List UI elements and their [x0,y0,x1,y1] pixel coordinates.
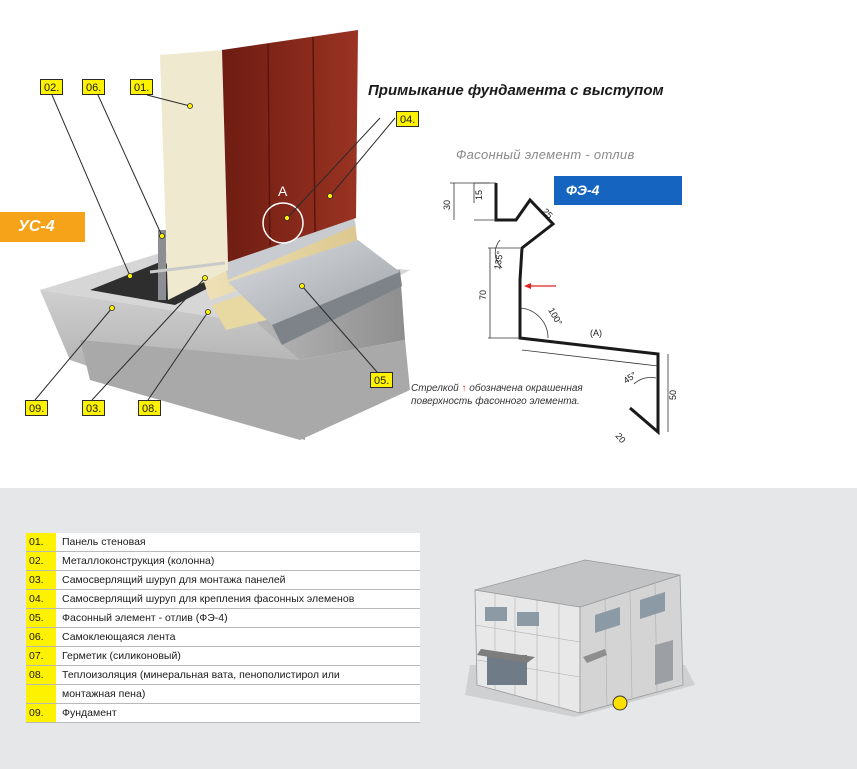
detail-circle [262,202,304,244]
legend-number: 08. [26,665,56,685]
legend-text: Фасонный элемент - отлив (ФЭ-4) [56,608,420,628]
legend-row: 05.Фасонный элемент - отлив (ФЭ-4) [26,608,420,628]
assembly-code-ribbon: УС-4 [0,212,85,242]
building-location-marker [612,695,628,711]
legend-row: 08.Теплоизоляция (минеральная вата, пено… [26,665,420,685]
callout-03: 03. [82,400,106,416]
building-roof [474,559,681,608]
element-subtitle: Фасонный элемент - отлив [456,147,635,162]
panel-face [222,30,358,262]
building-window [485,607,507,621]
dim-30: 30 [442,200,452,210]
callout-06: 06. [82,79,106,95]
dim-70: 70 [478,290,488,300]
legend-row: монтажная пена) [26,684,420,704]
callout-04: 04. [396,111,420,127]
legend-number: 07. [26,646,56,666]
dimension-lines [450,182,669,432]
assembly-illustration: А [34,30,410,440]
leader-dots [109,103,333,315]
foundation-lower [80,340,410,440]
dim-20: 20 [613,431,627,445]
profile-line [494,183,660,436]
legend-number: 02. [26,551,56,571]
detail-marker: А [278,183,288,199]
legend-text: Самосверлящий шуруп для монтажа панелей [56,570,420,590]
callout-02: 02. [40,79,64,95]
callout-01: 01. [130,79,154,95]
profile-drawing: 15 30 25 135° 70 100° (А) 45° 50 20 [442,182,678,445]
panel-rib [312,36,316,233]
building-gate [655,640,673,685]
legend-number: 09. [26,703,56,723]
legend-number: 04. [26,589,56,609]
legend-text: Фундамент [56,703,420,723]
dim-45: 45° [621,369,638,385]
screw [149,261,226,274]
dim-15: 15 [474,190,484,200]
legend-row: 09.Фундамент [26,703,420,723]
callout-05: 05. [370,372,394,388]
dim-50: 50 [668,390,678,400]
legend-text: Панель стеновая [56,533,420,552]
legend-row: 07.Герметик (силиконовый) [26,646,420,666]
flashing-slope [228,240,400,325]
dim-25: 25 [541,206,555,220]
flashing-drip [272,272,402,345]
dim-a: (А) [590,328,602,338]
paint-note: Стрелкой ↑ обозначена окрашенная поверхн… [411,382,583,408]
dim-100: 100° [546,306,564,327]
paint-arrow-head [524,283,531,289]
note-arrow-icon: ↑ [461,383,467,394]
building-illustration [465,559,695,717]
callout-08: 08. [138,400,162,416]
legend-text: Теплоизоляция (минеральная вата, пенопол… [56,665,420,685]
panel-edge [160,50,228,300]
panel-rib [267,43,271,247]
building-window [517,612,539,626]
note-line2: поверхность фасонного элемента. [411,396,580,407]
dim-135: 135° [492,250,505,270]
legend-row: 06.Самоклеющаяся лента [26,627,420,647]
legend-number: 01. [26,533,56,552]
building-side-canopy [583,649,607,663]
legend-row: 01.Панель стеновая [26,533,420,552]
note-prefix: Стрелкой [411,383,459,394]
legend-row: 04.Самосверлящий шуруп для крепления фас… [26,589,420,609]
diagram-title: Примыкание фундамента с выступом [368,82,664,99]
leader-lines [34,94,396,401]
element-code-badge: ФЭ-4 [554,176,682,205]
note-line1: обозначена окрашенная [469,383,583,394]
legend-text: Самосверлящий шуруп для крепления фасонн… [56,589,420,609]
building-canopy [477,649,535,663]
legend-text: Самоклеющаяся лента [56,627,420,647]
legend-text: Герметик (силиконовый) [56,646,420,666]
steel-column [158,230,166,300]
building-window [640,592,665,619]
legend-number: 05. [26,608,56,628]
callout-09: 09. [25,400,49,416]
legend-number: 06. [26,627,56,647]
legend-text: Металлоконструкция (колонна) [56,551,420,571]
legend-row: 02.Металлоконструкция (колонна) [26,551,420,571]
legend-number [26,684,56,704]
building-window [595,607,620,633]
legend-text: монтажная пена) [56,684,420,704]
legend-row: 03.Самосверлящий шуруп для монтажа панел… [26,570,420,590]
legend-number: 03. [26,570,56,590]
